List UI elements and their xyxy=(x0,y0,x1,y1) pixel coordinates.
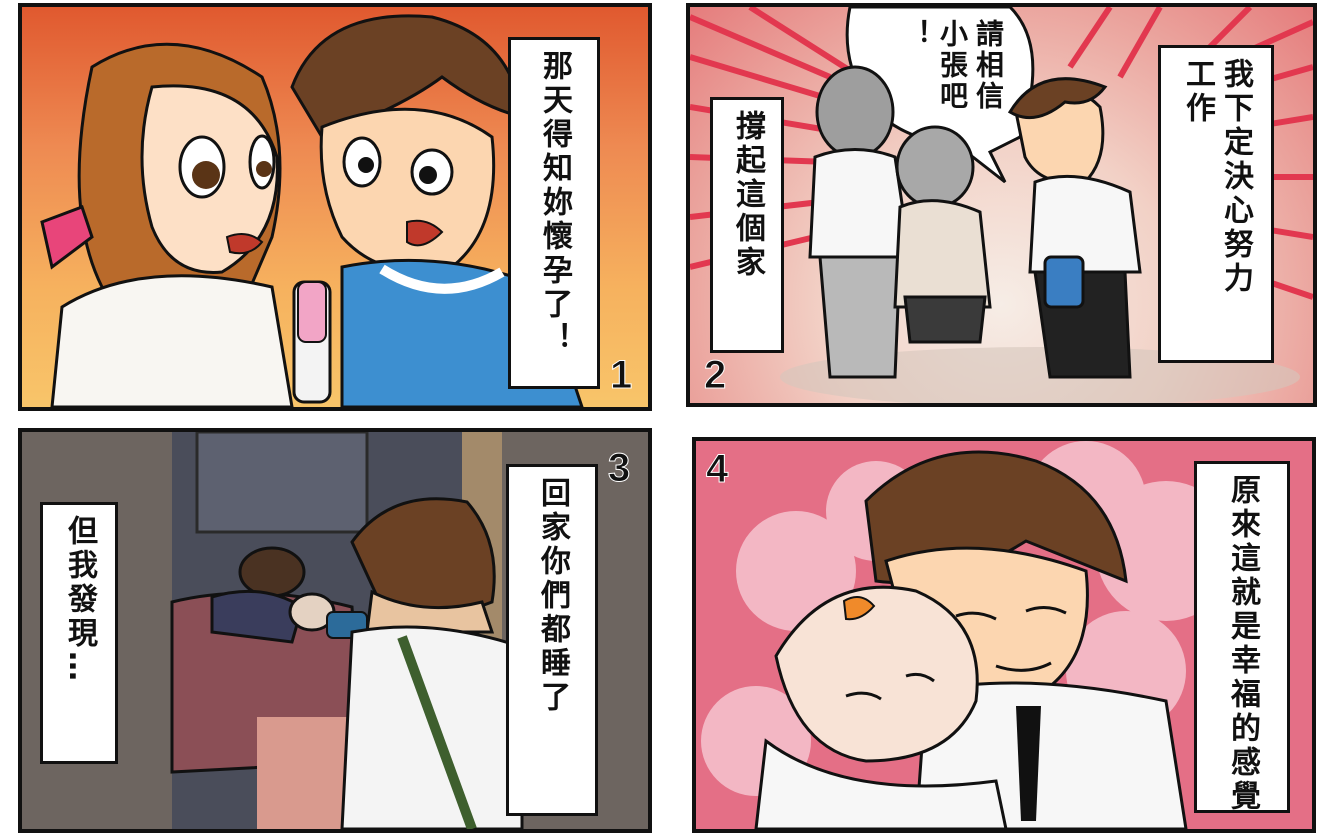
caption-text: 工作 xyxy=(1180,58,1215,126)
panel-number: 3 xyxy=(607,446,631,491)
caption-box: 那天得知妳懷孕了！ xyxy=(508,37,600,389)
comic-panel-1: 那天得知妳懷孕了！ 1 xyxy=(18,3,652,411)
comic-panel-2: 我下定決心努力 工作 撐起這個家 請相信 小張吧 ！ 2 xyxy=(686,3,1317,407)
caption-text: 撐起這個家 xyxy=(730,110,765,280)
caption-box: 我下定決心努力 工作 xyxy=(1158,45,1274,363)
panel-number: 2 xyxy=(703,353,727,398)
panel-2-illustration xyxy=(808,7,1142,379)
caption-box: 原來這就是幸福的感覺 xyxy=(1194,461,1290,814)
panel-3-illustration xyxy=(170,432,524,829)
comic-panel-4: 原來這就是幸福的感覺 4 xyxy=(692,437,1316,833)
speech-text: ！ xyxy=(900,19,933,50)
comic-panel-3: 回家你們都睡了 但我發現… 3 xyxy=(18,428,652,833)
caption-text: 但我發現… xyxy=(62,515,97,685)
caption-text: 我下定決心努力 xyxy=(1218,58,1253,296)
caption-box: 回家你們都睡了 xyxy=(506,464,598,816)
panel-number: 4 xyxy=(705,447,729,492)
caption-text: 那天得知妳懷孕了！ xyxy=(537,50,572,356)
speech-text: 小張吧 xyxy=(936,19,969,112)
speed-lines xyxy=(690,7,1313,403)
speech-text: 請相信 xyxy=(972,19,1005,112)
caption-text: 原來這就是幸福的感覺 xyxy=(1225,474,1260,814)
caption-box-left: 但我發現… xyxy=(40,502,118,764)
speech-bubble-text: 請相信 小張吧 ！ xyxy=(900,19,1005,112)
caption-box-left: 撐起這個家 xyxy=(710,97,784,353)
caption-text: 回家你們都睡了 xyxy=(535,477,570,715)
panel-number: 1 xyxy=(609,353,633,398)
